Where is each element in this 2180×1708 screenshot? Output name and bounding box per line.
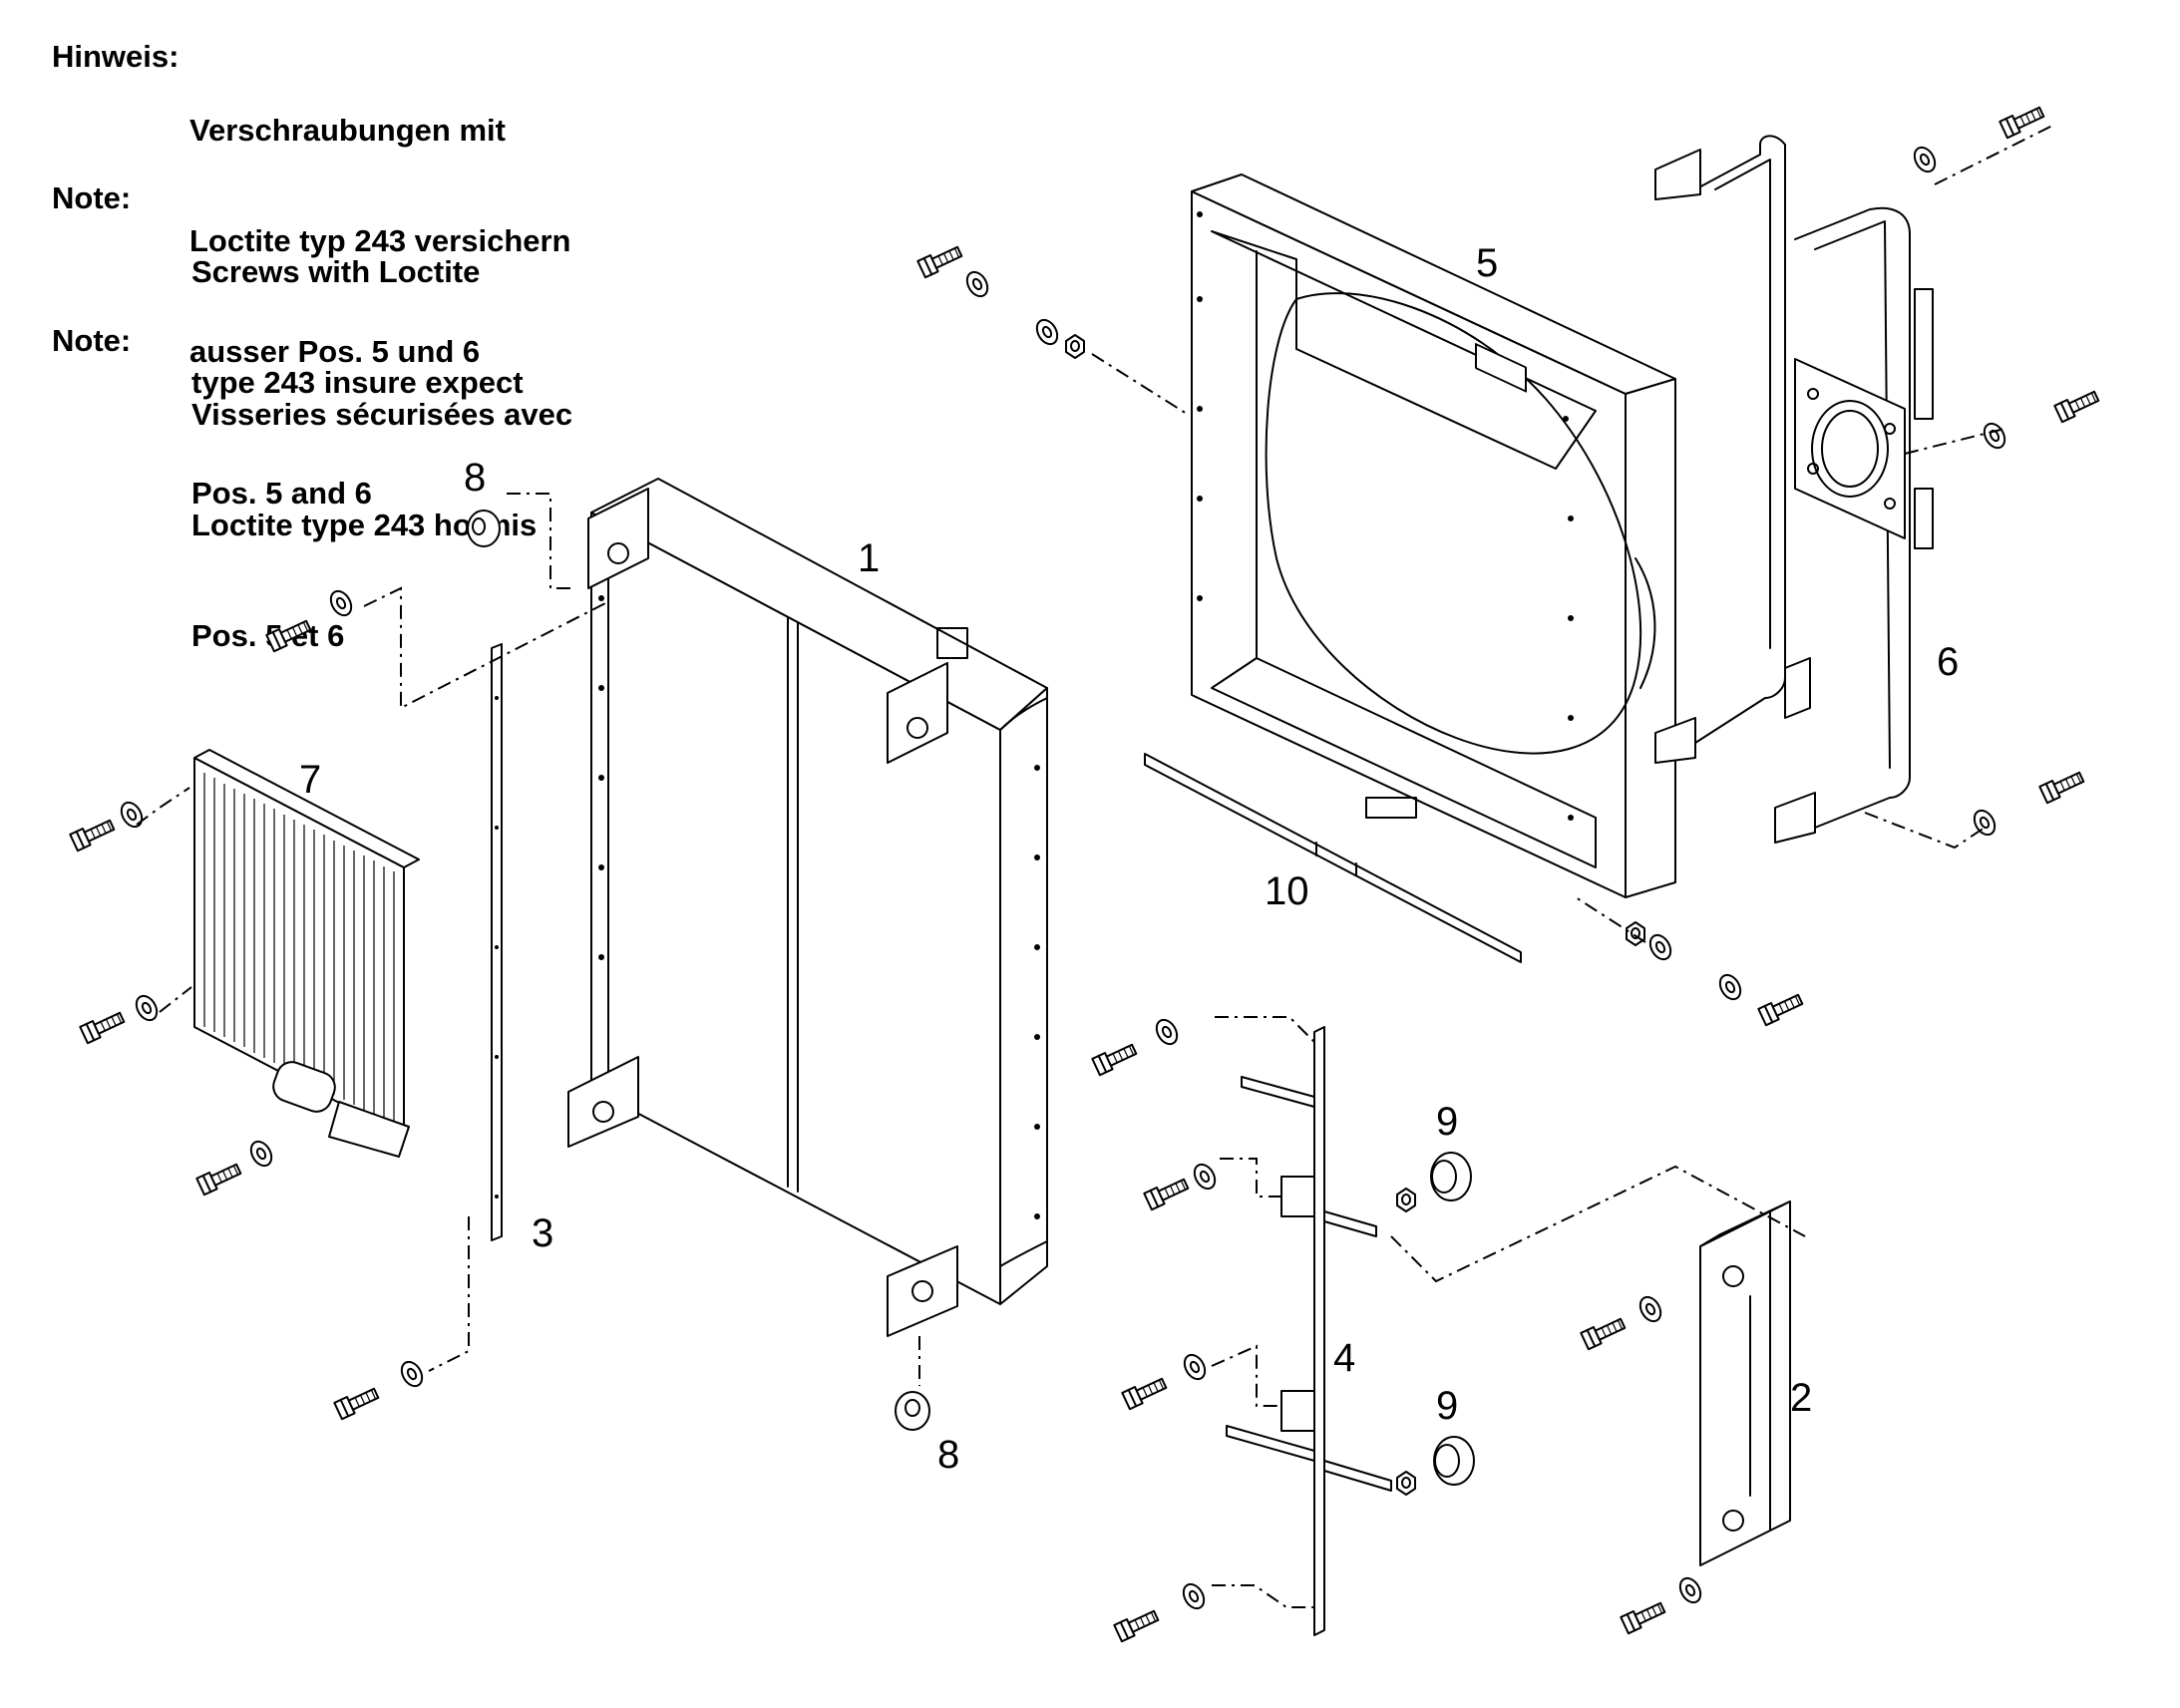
note-line: Visseries sécurisées avec: [191, 397, 573, 432]
note-line: ausser Pos. 5 und 6: [189, 334, 481, 369]
leader-lines: [136, 124, 2055, 1608]
note-line: Screws with Loctite: [191, 254, 481, 289]
note-line: Verschraubungen mit: [189, 113, 506, 148]
note-german: Hinweis: Verschraubungen mit Loctite typ…: [52, 38, 650, 369]
note-german-text: Verschraubungen mit Loctite typ 243 vers…: [189, 38, 571, 444]
seal-strip: [1144, 753, 1522, 963]
callout-4: 4: [1333, 1336, 1355, 1380]
callout-2: 2: [1790, 1376, 1812, 1420]
callout-7: 7: [299, 758, 321, 802]
damper-mount-upper: [1396, 1152, 1472, 1212]
radiator-bolts: [598, 595, 1040, 1219]
damper-mount-lower: [1396, 1436, 1475, 1496]
callout-9-upper: 9: [1436, 1100, 1458, 1144]
note-french-label: Note:: [52, 323, 132, 358]
callout-8-top: 8: [464, 456, 486, 500]
condenser: [193, 749, 420, 1158]
note-line: type 243 insure expect: [191, 365, 524, 400]
support-bar: [491, 643, 503, 1241]
shroud-rivets: [1197, 211, 1574, 821]
callout-8-bottom: 8: [937, 1433, 959, 1477]
callout-9-lower: 9: [1436, 1384, 1458, 1428]
callout-1: 1: [858, 536, 880, 580]
fan-shroud: [1191, 173, 1676, 898]
note-line: Pos. 5 and 6: [191, 476, 372, 511]
callout-10: 10: [1265, 869, 1309, 913]
rubber-mount-top: [467, 510, 501, 547]
note-french-text: Visseries sécurisées avec Loctite type 2…: [191, 322, 572, 728]
callout-6: 6: [1937, 640, 1959, 684]
callout-3: 3: [532, 1211, 553, 1255]
bracket-frame: [1654, 135, 1934, 844]
callout-5: 5: [1476, 241, 1498, 285]
note-english: Note: Screws with Loctite type 243 insur…: [52, 179, 650, 511]
radiator: [567, 478, 1048, 1337]
condenser-fins: [203, 773, 395, 1127]
note-german-label: Hinweis:: [52, 39, 180, 74]
note-line: Loctite typ 243 versichern: [189, 223, 571, 258]
note-line: Pos. 5 et 6: [191, 618, 345, 653]
note-english-label: Note:: [52, 180, 132, 215]
callout-labels: 1 2 3 4 5 6 7 8 8 9 9 10: [299, 241, 1959, 1477]
lower-bracket: [1226, 1026, 1392, 1636]
note-english-text: Screws with Loctite type 243 insure expe…: [191, 179, 524, 585]
rubber-mount-bottom: [895, 1391, 930, 1431]
oil-cooler: [1699, 1200, 1791, 1566]
note-french: Note: Visseries sécurisées avec Loctite …: [52, 322, 650, 653]
